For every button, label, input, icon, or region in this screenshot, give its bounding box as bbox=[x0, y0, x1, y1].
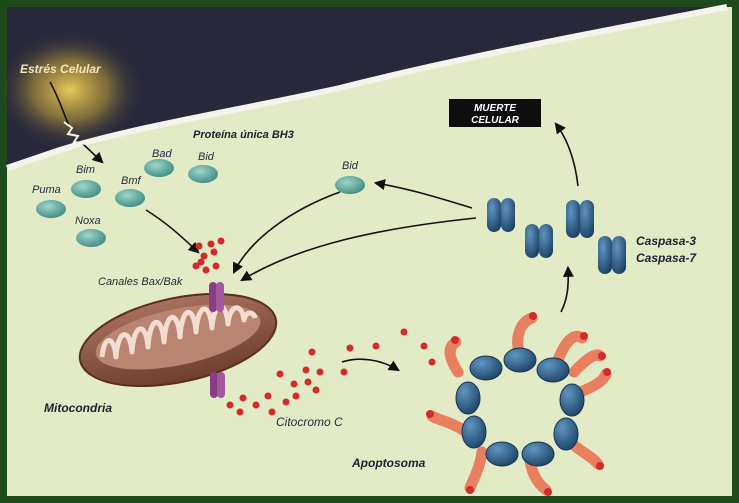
bax-bak-channel-top bbox=[209, 282, 224, 312]
bid-protein-right bbox=[335, 176, 365, 194]
puma-label: Puma bbox=[32, 184, 61, 196]
bh3-to-mito-arrow bbox=[145, 209, 200, 254]
membrane-damage-mark bbox=[63, 121, 87, 145]
caspase3-label: Caspasa-3 bbox=[636, 234, 696, 248]
extracellular-space bbox=[7, 7, 727, 168]
mitochondria-label: Mitocondria bbox=[44, 401, 112, 415]
bid-right-label: Bid bbox=[342, 160, 359, 172]
caspase-dimer-2 bbox=[525, 224, 553, 258]
death-label-line2: CELULAR bbox=[471, 115, 520, 126]
cytochrome-label: Citocromo C bbox=[276, 415, 343, 429]
apoptosome-to-caspase-arrow bbox=[560, 265, 575, 313]
cytochrome-dots-released bbox=[226, 328, 436, 416]
caspase-to-death-arrow bbox=[554, 122, 579, 187]
cytc-to-apoptosome-arrow bbox=[341, 358, 400, 372]
apoptosome-label: Apoptosoma bbox=[351, 456, 426, 470]
cell-membrane bbox=[6, 4, 728, 171]
caspase-to-bid-arrow bbox=[373, 179, 473, 209]
caspase-dimer-3 bbox=[566, 200, 594, 238]
noxa-protein bbox=[76, 229, 106, 247]
caspase-dimer-1 bbox=[487, 198, 515, 232]
stress-arrow-inner bbox=[81, 142, 104, 164]
apoptosome-cytc bbox=[426, 312, 611, 496]
channels-label: Canales Bax/Bak bbox=[98, 276, 183, 288]
stress-glow bbox=[0, 30, 145, 150]
mitochondria bbox=[78, 292, 278, 388]
bad-protein bbox=[144, 159, 174, 177]
bmf-label: Bmf bbox=[121, 175, 142, 187]
mito-cristae bbox=[99, 304, 258, 360]
caspase-to-mito-arrow bbox=[240, 217, 477, 282]
bim-label: Bim bbox=[76, 164, 95, 176]
bmf-protein bbox=[115, 189, 145, 207]
death-label-line1: MUERTE bbox=[474, 103, 516, 114]
bid-protein-top bbox=[188, 165, 218, 183]
stress-label: Estrés Celular bbox=[20, 62, 102, 76]
bh3-title-label: Proteína única BH3 bbox=[193, 129, 294, 141]
apoptosome bbox=[426, 312, 612, 496]
noxa-label: Noxa bbox=[75, 215, 101, 227]
apoptosome-ring bbox=[455, 347, 585, 467]
bax-bak-channel-bottom bbox=[210, 372, 225, 398]
bad-label: Bad bbox=[152, 148, 172, 160]
puma-protein bbox=[36, 200, 66, 218]
bid-to-mito-arrow bbox=[232, 191, 341, 275]
bid-top-label: Bid bbox=[198, 151, 215, 163]
death-box bbox=[449, 99, 541, 127]
cytochrome-dots-channel bbox=[192, 237, 225, 274]
caspase7-label: Caspasa-7 bbox=[636, 251, 697, 265]
caspase-dimer-4 bbox=[598, 236, 626, 274]
bim-protein bbox=[71, 180, 101, 198]
